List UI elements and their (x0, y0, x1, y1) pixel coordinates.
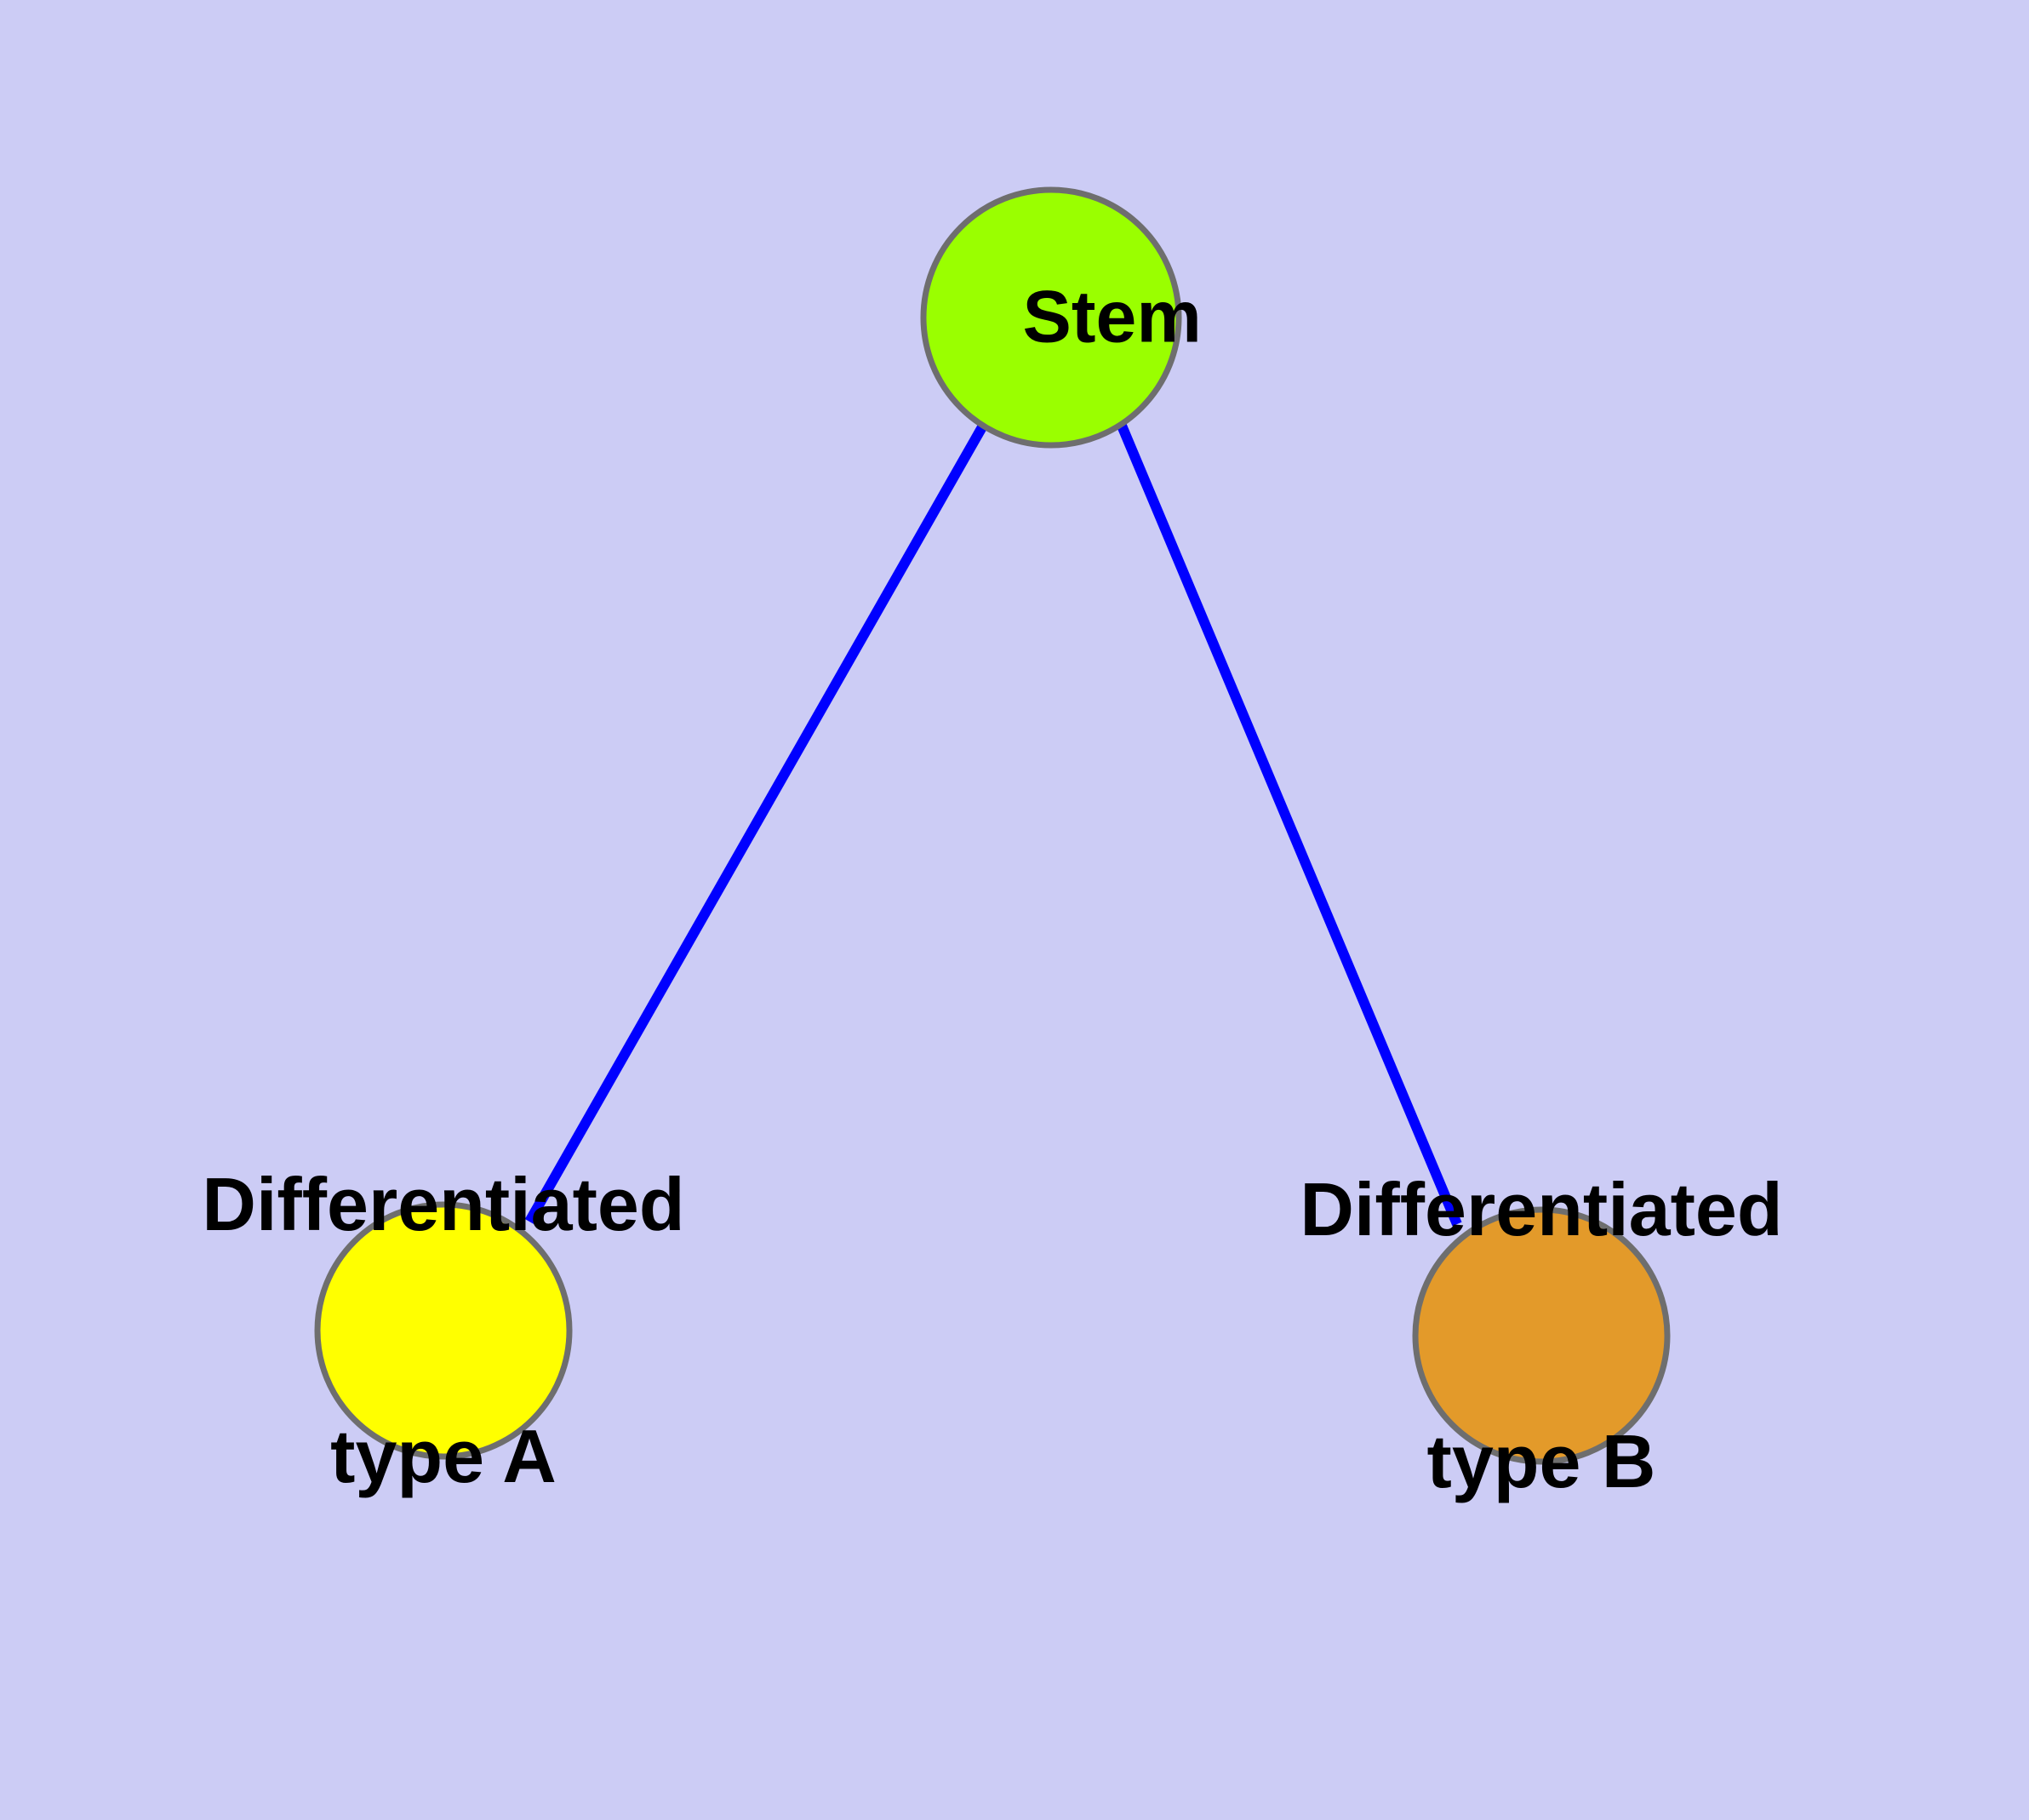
node-circle-diff-b[interactable] (1412, 1206, 1671, 1465)
edge-stem-to-diff-b[interactable] (1117, 423, 1462, 1227)
edges-group (524, 423, 1462, 1227)
node-circle-diff-a[interactable] (314, 1201, 573, 1460)
edge-stem-to-diff-a[interactable] (524, 423, 988, 1224)
nodes-group (314, 186, 1671, 1465)
node-circle-stem[interactable] (920, 186, 1182, 449)
